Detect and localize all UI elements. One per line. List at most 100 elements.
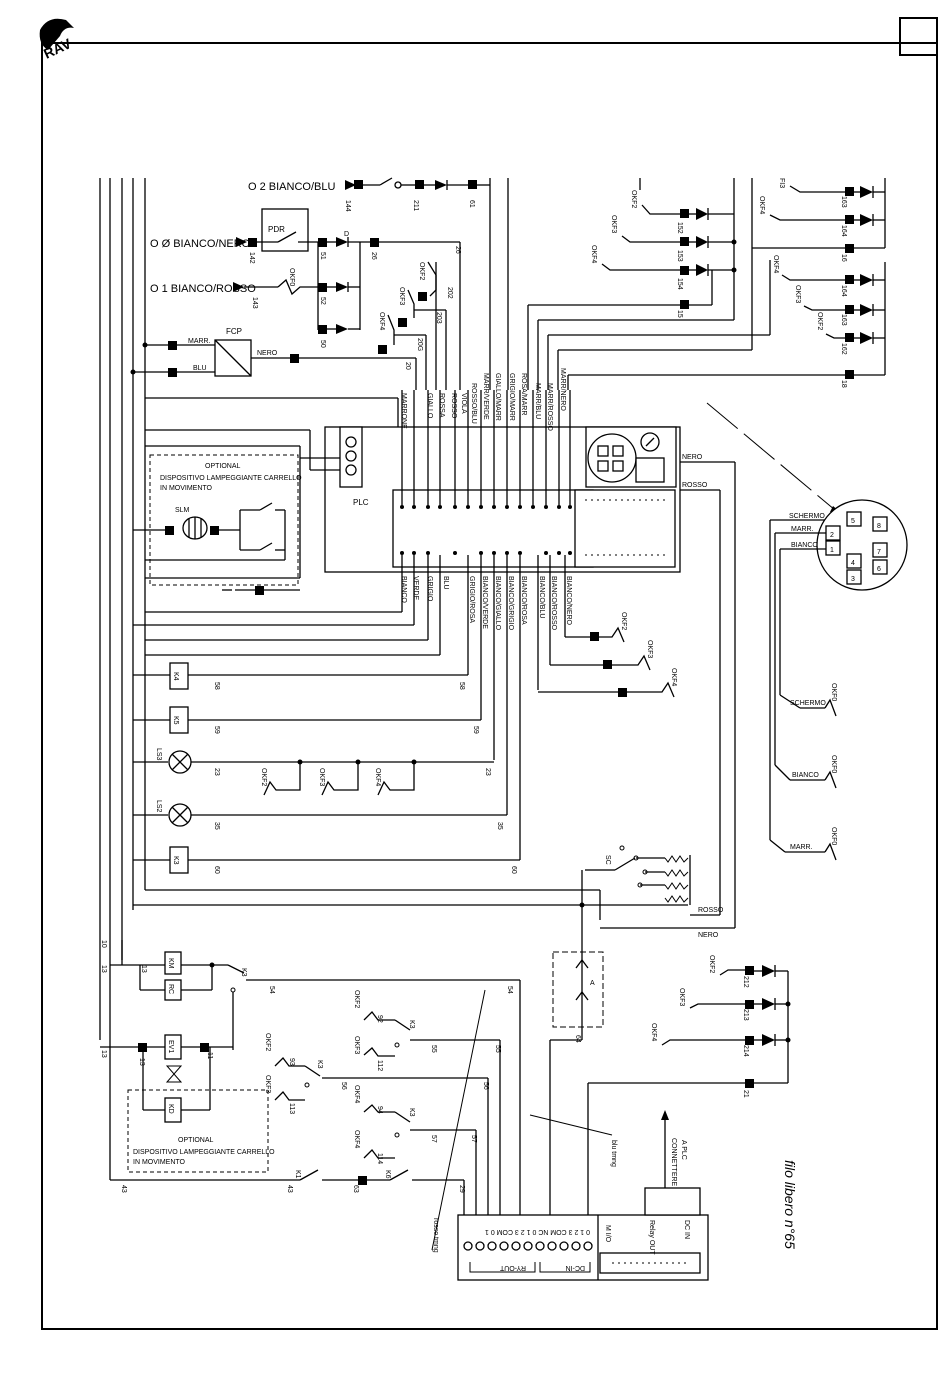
label-in02: O 2 BIANCO/BLU	[248, 181, 335, 193]
svg-text:55: 55	[494, 1045, 501, 1053]
label-optional-desc2-lower: IN MOVIMENTO	[133, 1159, 186, 1166]
svg-text:OKF0: OKF0	[830, 683, 837, 701]
km-relay-section: KM RC K3 54 54 10 13 13	[100, 940, 521, 1215]
wire-color-0: MARRONE	[400, 393, 407, 429]
label-sc-rosso: ROSSO	[698, 907, 724, 914]
label-kd: KD	[167, 1104, 174, 1114]
label-schermo-line: SCHERMO	[790, 700, 826, 707]
svg-text:1: 1	[830, 547, 834, 554]
wire-color-4: VIOLA	[460, 393, 467, 414]
svg-text:13: 13	[100, 965, 107, 973]
optional-flasher-upper: OPTIONAL DISPOSITIVO LAMPEGGIANTE CARREL…	[133, 429, 340, 595]
svg-text:211: 211	[412, 200, 419, 211]
svg-text:OKF0: OKF0	[830, 827, 837, 845]
svg-text:8: 8	[877, 523, 881, 530]
svg-text:OKF3: OKF3	[678, 988, 685, 1006]
svg-text:57: 57	[470, 1135, 477, 1143]
svg-text:54: 54	[268, 986, 275, 994]
label-dc-in-box: DC IN	[683, 1220, 690, 1239]
wire-color-8: GRIGIO/MARR	[508, 373, 515, 421]
page-number-box	[899, 17, 938, 56]
svg-text:163: 163	[840, 314, 847, 326]
svg-text:OKF3: OKF3	[398, 287, 405, 305]
label-plc-rosso: ROSSO	[682, 482, 708, 489]
svg-text:92: 92	[376, 1015, 383, 1023]
plc-bottom-pin-row	[400, 551, 572, 555]
svg-text:OKF0: OKF0	[830, 755, 837, 773]
okf-diode-matrix-b: FI3 OKF4 OKF4 OKF3 OKF2	[547, 178, 886, 390]
svg-text:23: 23	[484, 768, 491, 776]
km-relay	[164, 951, 182, 975]
wire-color-5: ROSSO/BLU	[470, 383, 477, 424]
label-fcp-marr: MARR.	[188, 338, 211, 345]
okf-k3-ladder: OKF2 OKF3 K3 92 112 55 55 OKF2 OKF3 K3 9…	[110, 989, 617, 1253]
wire-out-2: GRIGIO	[426, 576, 433, 602]
svg-text:OKF4: OKF4	[374, 768, 381, 786]
svg-text:61: 61	[468, 200, 475, 208]
svg-text:D: D	[344, 231, 349, 238]
svg-text:64: 64	[574, 1035, 581, 1043]
svg-text:OKF2: OKF2	[353, 990, 360, 1008]
svg-text:OKF4: OKF4	[353, 1130, 360, 1148]
svg-text:59: 59	[472, 726, 479, 734]
svg-text:152: 152	[676, 222, 683, 234]
svg-text:58: 58	[213, 682, 220, 690]
svg-text:OKF4: OKF4	[353, 1085, 360, 1103]
rav-logo: RAV	[39, 18, 74, 62]
terminal-screws	[463, 1241, 593, 1251]
svg-text:OKF2: OKF2	[264, 1033, 271, 1051]
svg-text:OKF2: OKF2	[418, 262, 425, 280]
wire-color-6: MARR/VERDE	[482, 373, 489, 420]
svg-text:202: 202	[446, 287, 453, 299]
svg-text:35: 35	[496, 822, 503, 830]
svg-text:60: 60	[510, 866, 517, 874]
svg-text:OKF4: OKF4	[650, 1023, 657, 1041]
label-optional-desc1-upper: DISPOSITIVO LAMPEGGIANTE CARRELLO	[160, 475, 302, 482]
svg-text:214: 214	[742, 1045, 749, 1057]
wire-out-9: BIANCO/BLU	[538, 576, 545, 618]
svg-text:13: 13	[138, 1058, 145, 1066]
label-m-io: M I/O	[604, 1225, 611, 1243]
wire-out-0: BIANCO	[400, 576, 407, 603]
label-in00: O Ø BIANCO/NERO	[150, 238, 251, 250]
input-o1: O 1 BIANCO/ROSSO OKF0 143 52 50	[150, 242, 361, 348]
label-filo-libero: filo libero n°65	[782, 1160, 798, 1249]
svg-text:2: 2	[830, 532, 834, 539]
svg-text:29: 29	[458, 1185, 465, 1193]
svg-text:11: 11	[206, 1052, 213, 1059]
svg-text:OKF4: OKF4	[590, 245, 597, 263]
svg-text:163: 163	[840, 196, 847, 208]
okf-diode-matrix-a: OKF2 OKF3 OKF4 152 153 154 15	[527, 178, 737, 390]
label-slm: SLM	[175, 507, 190, 514]
svg-text:OKF0: OKF0	[288, 268, 295, 286]
svg-text:56: 56	[482, 1082, 489, 1090]
label-terminal-numbers: 0 1 2 3 COM NC 0 1 2 3 COM 0 1	[485, 1228, 590, 1235]
svg-text:23: 23	[213, 768, 220, 776]
svg-text:OKF3: OKF3	[318, 768, 325, 786]
wire-out-7: BIANCO/GRIGIO	[507, 576, 514, 631]
label-k3-a: K3	[408, 1020, 415, 1029]
svg-text:52: 52	[319, 297, 326, 305]
label-dc-in: DC-IN	[566, 1264, 585, 1271]
wire-out-8: BIANCO/ROSA	[520, 576, 527, 625]
label-ev1: EV1	[167, 1040, 174, 1053]
supply-rails	[99, 178, 753, 1180]
input-o2: O 2 BIANCO/BLU 144 211 61	[248, 177, 491, 390]
wire-color-2: ROSSA	[438, 393, 445, 418]
svg-text:20: 20	[404, 362, 411, 370]
label-connettere: CONNETTERE	[670, 1138, 677, 1187]
svg-text:144: 144	[344, 200, 351, 212]
svg-text:5: 5	[851, 518, 855, 525]
svg-text:213: 213	[742, 1009, 749, 1021]
round-connector: 5 8 2 1 4 3 7 6 SCHERMO MARR. BIANCO SCH…	[706, 402, 908, 861]
label-optional-desc1-lower: DISPOSITIVO LAMPEGGIANTE CARRELLO	[133, 1149, 275, 1156]
label-plc: PLC	[353, 498, 369, 507]
label-optional-lower: OPTIONAL	[178, 1137, 214, 1144]
label-conn-schermo: SCHERMO	[789, 513, 825, 520]
label-blu-timing: blu tmng	[610, 1140, 617, 1167]
wire-out-11: BIANCO/NERO	[565, 576, 572, 626]
wire-color-1: GIALLO	[426, 393, 433, 419]
svg-text:10: 10	[100, 940, 107, 948]
svg-text:203: 203	[435, 312, 442, 324]
